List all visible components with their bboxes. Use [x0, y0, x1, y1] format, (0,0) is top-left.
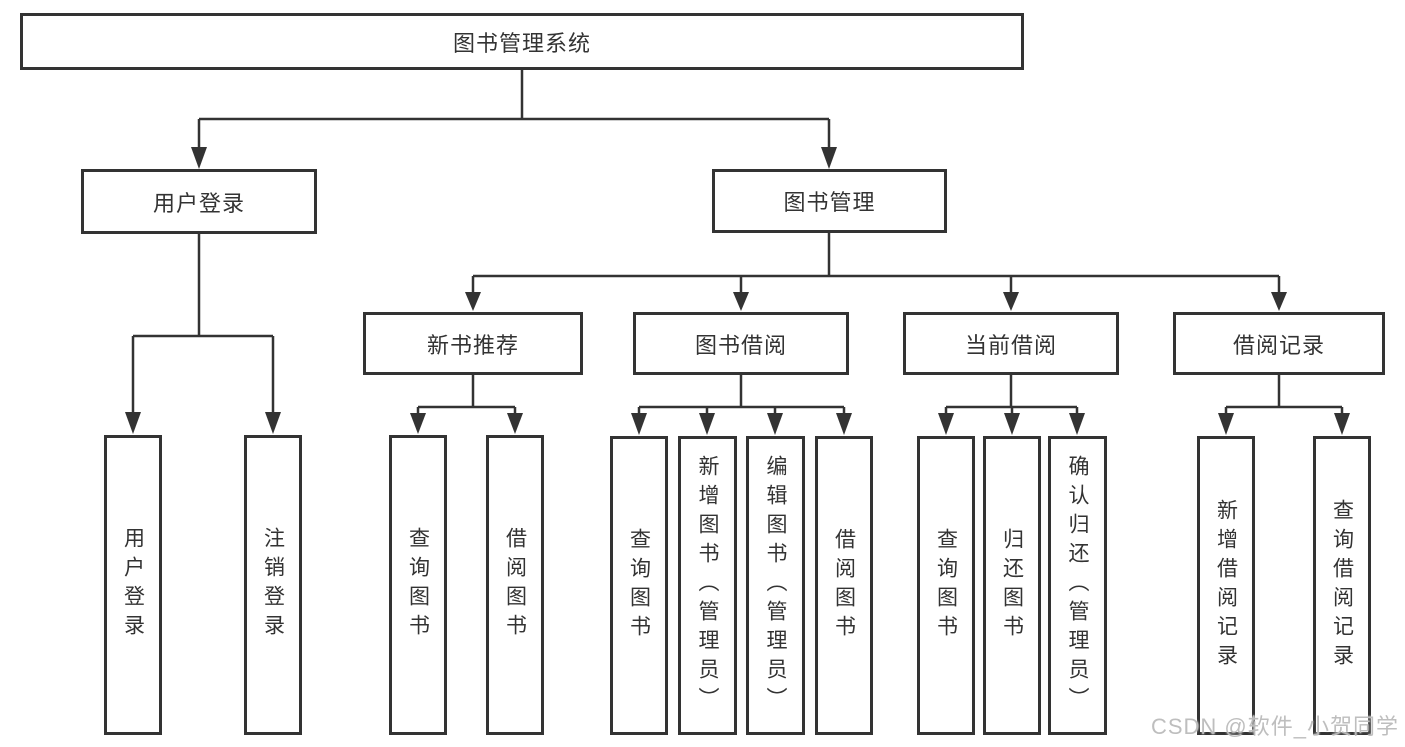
leaf-query-book-3: 查询图书	[917, 436, 975, 735]
leaf-confirm-return-admin: 确认归还（管理员）	[1048, 436, 1107, 735]
arrowhead-icon	[191, 147, 207, 169]
arrowhead-icon	[733, 292, 749, 311]
node-label: 新增图书（管理员）	[696, 455, 720, 716]
arrowhead-icon	[938, 413, 954, 435]
arrowhead-icon	[1003, 292, 1019, 311]
arrowhead-icon	[465, 292, 481, 311]
arrowhead-icon	[1004, 413, 1020, 435]
node-book-borrow: 图书借阅	[633, 312, 849, 375]
node-book-management: 图书管理	[712, 169, 947, 233]
node-label: 确认归还（管理员）	[1066, 455, 1090, 716]
node-label: 归还图书	[1000, 527, 1024, 644]
arrowhead-icon	[821, 147, 837, 169]
node-root: 图书管理系统	[20, 13, 1024, 70]
arrowhead-icon	[265, 412, 281, 434]
arrowhead-icon	[1218, 413, 1234, 435]
arrowhead-icon	[125, 412, 141, 434]
node-label: 用户登录	[121, 527, 145, 643]
leaf-query-borrow-record: 查询借阅记录	[1313, 436, 1371, 735]
node-label: 借阅图书	[832, 527, 856, 644]
node-new-book-recommend: 新书推荐	[363, 312, 583, 375]
node-label: 新书推荐	[426, 332, 519, 358]
connector-path	[131, 70, 1344, 417]
arrowhead-icon	[507, 413, 523, 434]
leaf-query-book-2: 查询图书	[610, 436, 668, 735]
node-label: 查询借阅记录	[1330, 498, 1354, 673]
node-label: 查询图书	[934, 527, 958, 644]
leaf-user-login: 用户登录	[104, 435, 162, 735]
node-label: 查询图书	[406, 527, 430, 643]
leaf-borrow-book-2: 借阅图书	[815, 436, 873, 735]
leaf-logout: 注销登录	[244, 435, 302, 735]
leaf-return-book: 归还图书	[983, 436, 1041, 735]
node-current-borrow: 当前借阅	[903, 312, 1119, 375]
node-label: 图书借阅	[694, 332, 787, 358]
watermark: CSDN @软件_小贺同学	[1150, 714, 1399, 739]
node-label: 图书管理	[783, 190, 876, 215]
arrowhead-icon	[1069, 413, 1085, 435]
node-label: 用户登录	[152, 190, 245, 216]
node-label: 图书管理系统	[452, 30, 591, 56]
node-label: 查询图书	[627, 527, 651, 644]
node-label: 新增借阅记录	[1214, 498, 1238, 673]
leaf-edit-book-admin: 编辑图书（管理员）	[746, 436, 805, 735]
leaf-borrow-book-1: 借阅图书	[486, 435, 544, 735]
leaf-add-borrow-record: 新增借阅记录	[1197, 436, 1255, 735]
arrowhead-icon	[699, 413, 715, 435]
arrowhead-icon	[767, 413, 783, 435]
arrowhead-icon	[410, 413, 426, 434]
node-label: 借阅图书	[503, 527, 527, 643]
leaf-query-book-1: 查询图书	[389, 435, 447, 735]
arrowhead-icon	[1334, 413, 1350, 435]
node-label: 编辑图书（管理员）	[764, 455, 788, 716]
node-borrow-records: 借阅记录	[1173, 312, 1385, 375]
leaf-add-book-admin: 新增图书（管理员）	[678, 436, 737, 735]
node-label: 借阅记录	[1232, 332, 1325, 358]
arrowheads	[125, 147, 1350, 435]
arrowhead-icon	[631, 413, 647, 435]
node-user-login: 用户登录	[81, 169, 317, 234]
arrowhead-icon	[1271, 292, 1287, 311]
arrowhead-icon	[836, 413, 852, 435]
node-label: 注销登录	[261, 527, 285, 643]
node-label: 当前借阅	[964, 332, 1057, 358]
